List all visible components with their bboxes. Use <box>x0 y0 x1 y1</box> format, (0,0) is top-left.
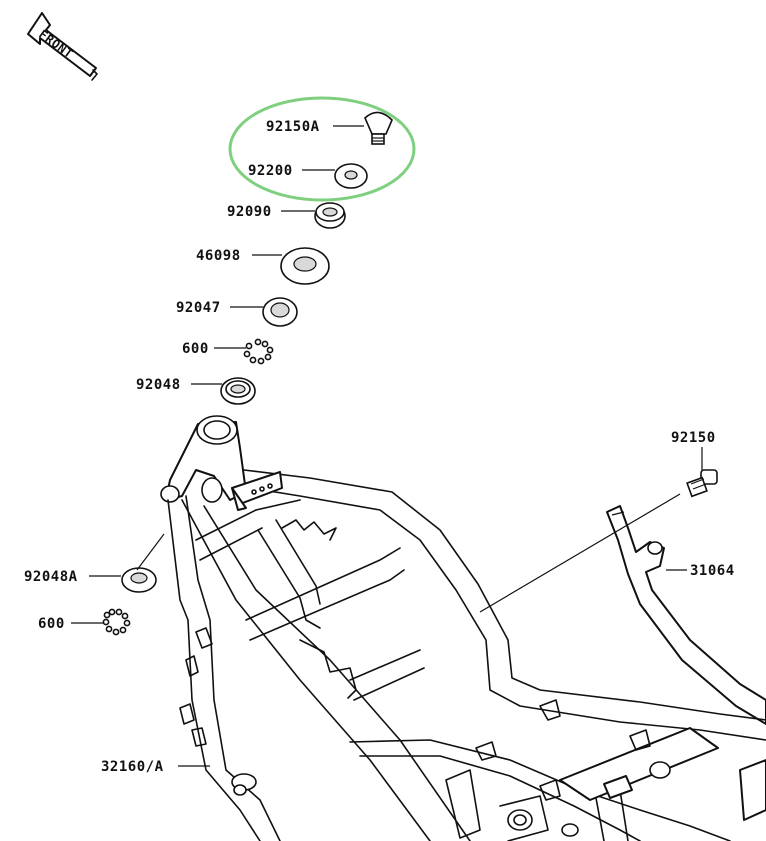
part-92048a-race <box>121 567 157 593</box>
label-92048: 92048 <box>136 377 181 393</box>
label-32160a: 32160/A <box>101 759 164 775</box>
label-92090: 92090 <box>227 204 272 220</box>
front-arrow-label: FRONT <box>36 27 75 61</box>
label-600-top: 600 <box>182 341 209 357</box>
label-600-bottom: 600 <box>38 616 65 632</box>
part-46098-washer <box>280 247 330 285</box>
part-92047-seal <box>262 297 298 327</box>
part-92150-bolt <box>686 469 718 498</box>
part-92090-nut <box>314 202 346 229</box>
part-600-balls-top <box>243 338 274 365</box>
part-92150a-bolt <box>364 111 393 145</box>
part-92048-race <box>220 377 256 405</box>
part-92200-washer <box>334 163 368 189</box>
label-46098: 46098 <box>196 248 241 264</box>
label-92150a: 92150A <box>266 119 320 135</box>
front-arrow-icon: FRONT <box>27 12 98 81</box>
part-labels: 92150A 92200 92090 46098 92047 600 92048… <box>24 119 735 775</box>
part-600-balls-bottom <box>102 608 131 636</box>
leader-lines <box>71 125 703 767</box>
label-92150: 92150 <box>671 430 716 446</box>
label-92200: 92200 <box>248 163 293 179</box>
label-31064: 31064 <box>690 563 735 579</box>
label-92047: 92047 <box>176 300 221 316</box>
highlight-ellipse <box>228 96 416 202</box>
main-frame <box>160 415 766 841</box>
part-31064-bracket <box>606 505 766 725</box>
label-92048a: 92048A <box>24 569 78 585</box>
